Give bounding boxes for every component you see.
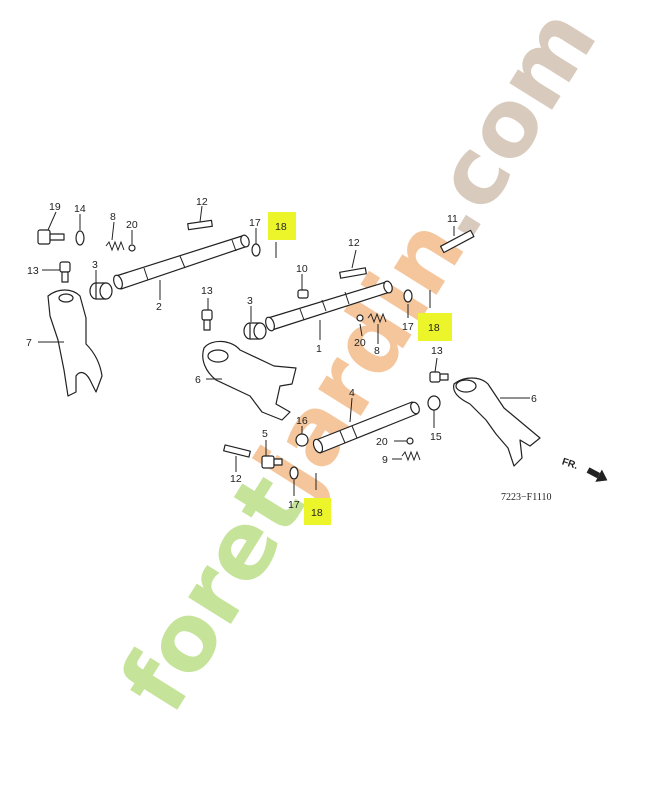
label-13: 13 [431,345,443,357]
label-10: 10 [296,263,308,275]
label-8: 8 [110,211,116,223]
watermark-part-foret: foret [100,457,326,730]
label-2: 2 [156,301,162,313]
front-direction-label: FR. [560,456,579,472]
label-4: 4 [349,387,355,399]
highlight-box-18-bottom [304,498,331,525]
label-14: 14 [74,203,86,215]
label-18: 18 [311,507,323,519]
part-labels: 19 14 8 20 12 17 18 13 3 7 2 12 10 13 3 … [26,196,537,519]
shift-shaft-4 [312,401,420,454]
label-6: 6 [531,393,537,405]
label-5: 5 [262,428,268,440]
label-17: 17 [402,321,414,333]
watermark-part-com: .com [395,0,617,257]
watermark: foretjardin.com [100,0,618,730]
label-13: 13 [201,285,213,297]
label-18: 18 [428,322,440,334]
small-parts [37,219,475,490]
label-16: 16 [296,415,308,427]
label-3: 3 [92,259,98,271]
svg-text:foretjardin.com: foretjardin.com [100,0,618,730]
label-8: 8 [374,345,380,357]
label-3: 3 [247,295,253,307]
label-6: 6 [195,374,201,386]
label-12: 12 [230,473,242,485]
shift-shaft-1 [265,280,393,332]
shift-shaft-2 [113,234,250,290]
shift-fork-6-middle [202,340,297,421]
diagram-code: 7223−F1110 [501,492,551,503]
label-15: 15 [430,431,442,443]
label-17: 17 [249,217,261,229]
arrow-right-icon [586,467,608,482]
shift-fork-7 [47,289,103,397]
shift-fork-6-right [453,377,541,467]
label-18: 18 [275,221,287,233]
front-direction-indicator: FR. [560,456,608,482]
highlight-box-18-top [268,212,296,240]
label-1: 1 [316,343,322,355]
leader-lines [38,205,530,496]
label-12: 12 [196,196,208,208]
label-13: 13 [27,265,39,277]
label-20: 20 [126,219,138,231]
label-20: 20 [376,436,388,448]
label-7: 7 [26,337,32,349]
label-19: 19 [49,201,61,213]
label-12: 12 [348,237,360,249]
label-17: 17 [288,499,300,511]
label-20: 20 [354,337,366,349]
highlight-box-18-right [418,313,452,341]
label-9: 9 [382,454,388,466]
label-11: 11 [447,213,458,225]
